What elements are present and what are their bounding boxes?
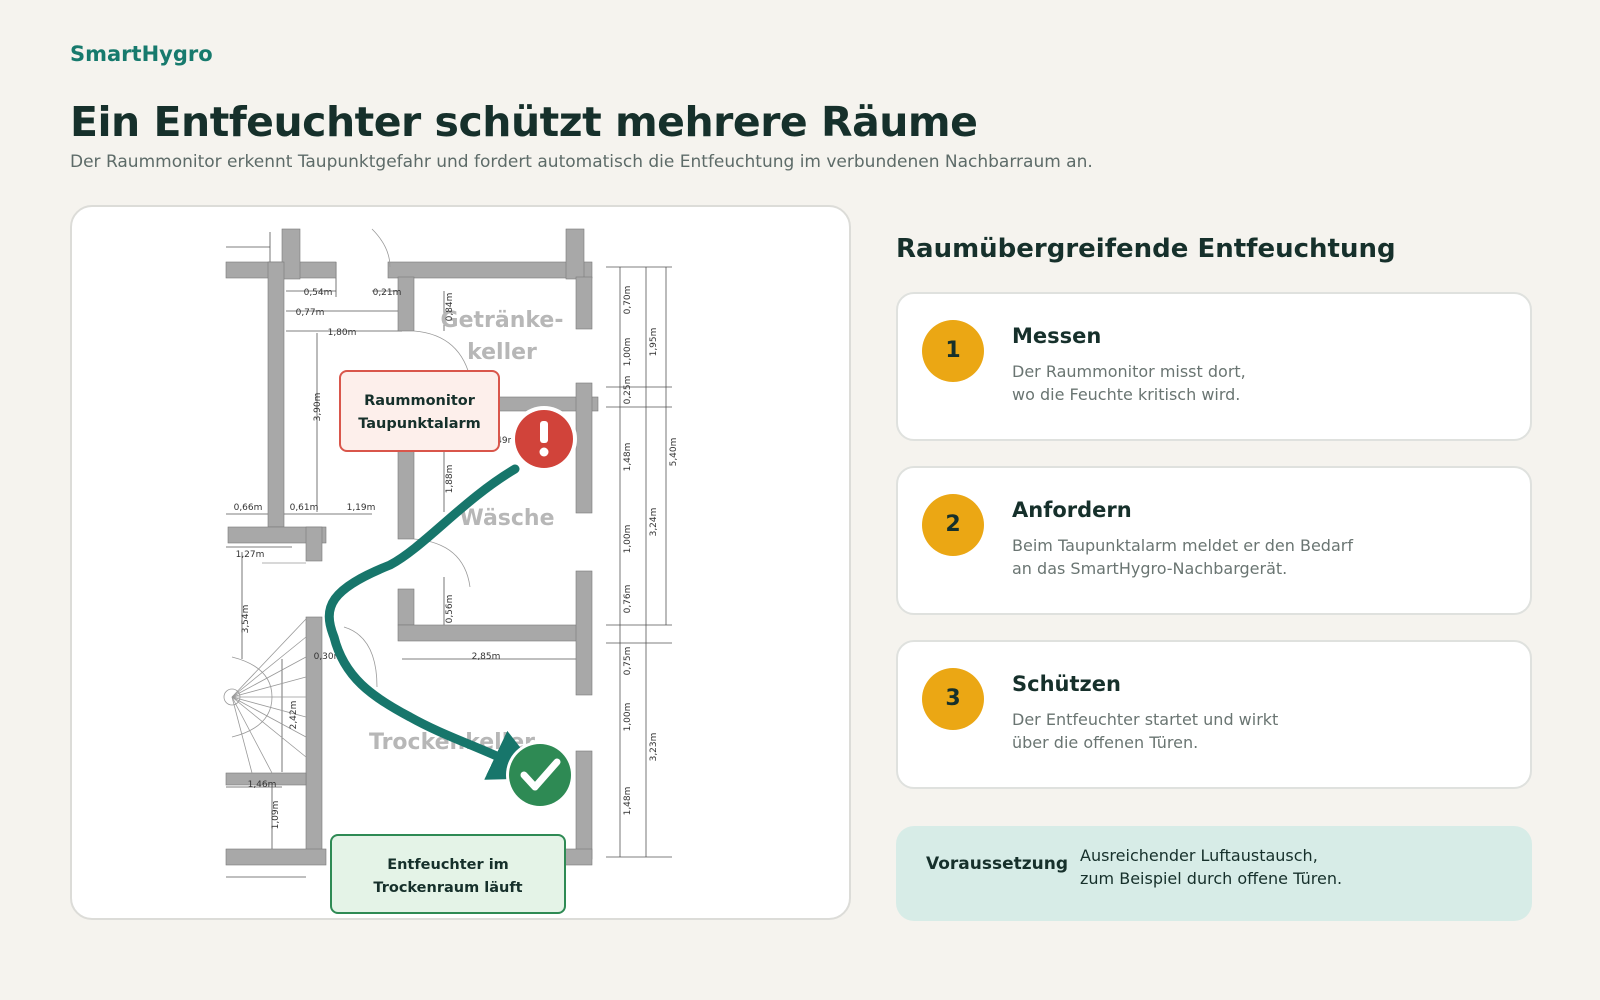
- room-label-waesche: Wäsche: [459, 506, 554, 531]
- requirement-text-line: zum Beispiel durch offene Türen.: [1080, 869, 1343, 888]
- dim-label: 1,00m: [623, 703, 633, 732]
- step-description: Der Raummonitor misst dort, wo die Feuch…: [1012, 360, 1432, 406]
- page-title: Ein Entfeuchter schützt mehrere Räume: [70, 98, 978, 146]
- room-label-keller: keller: [467, 340, 537, 365]
- step-card-schuetzen: 3 Schützen Der Entfeuchter startet und w…: [896, 640, 1532, 789]
- ok-callout-line2: Trockenraum läuft: [373, 880, 523, 896]
- requirement-note: Voraussetzung Ausreichender Luftaustausc…: [896, 826, 1532, 921]
- dim-label: 1,88m: [445, 465, 455, 494]
- step-title: Anfordern: [1012, 498, 1132, 522]
- step-description-line: Beim Taupunktalarm meldet er den Bedarf: [1012, 536, 1353, 555]
- dim-label: 1,46m: [248, 780, 277, 790]
- dim-label: 0,66m: [234, 503, 263, 513]
- dim-label: 0,77m: [296, 308, 325, 318]
- step-number-badge: 1: [922, 320, 984, 382]
- dim-label: 2,42m: [289, 701, 299, 730]
- alarm-callout-line1: Raummonitor: [364, 393, 475, 409]
- dim-label: 0,70m: [623, 286, 633, 315]
- floor-plan: Getränke- keller Wäsche Trockenkeller 0,…: [223, 228, 679, 878]
- doors: [262, 228, 473, 688]
- dim-label: 0,75m: [623, 647, 633, 676]
- dim-label: 0,21m: [373, 288, 402, 298]
- step-description-line: Der Entfeuchter startet und wirkt: [1012, 710, 1279, 729]
- alarm-callout-line2: Taupunktalarm: [358, 416, 481, 432]
- alarm-callout: Raummonitor Taupunktalarm: [339, 370, 500, 452]
- staircase: [223, 618, 307, 774]
- requirement-text: Ausreichender Luftaustausch, zum Beispie…: [1080, 844, 1480, 890]
- dim-label: 5,40m: [669, 438, 679, 467]
- step-title: Messen: [1012, 324, 1102, 348]
- ok-callout-line1: Entfeuchter im: [387, 857, 509, 873]
- step-description: Der Entfeuchter startet und wirkt über d…: [1012, 708, 1432, 754]
- step-description-line: Der Raummonitor misst dort,: [1012, 362, 1246, 381]
- step-description: Beim Taupunktalarm meldet er den Bedarf …: [1012, 534, 1432, 580]
- floor-plan-card: Getränke- keller Wäsche Trockenkeller 0,…: [70, 205, 851, 920]
- dim-label: 2,85m: [472, 652, 501, 662]
- dim-label: 0,76m: [623, 585, 633, 614]
- section-heading: Raumübergreifende Entfeuchtung: [896, 234, 1396, 264]
- step-card-messen: 1 Messen Der Raummonitor misst dort, wo …: [896, 292, 1532, 441]
- dehumidifier-callout: Entfeuchter im Trockenraum läuft: [330, 834, 566, 914]
- airflow-arrow: [324, 464, 545, 780]
- dim-label: 1,27m: [236, 550, 265, 560]
- step-number-badge: 2: [922, 494, 984, 556]
- dim-label: 1,00m: [623, 338, 633, 367]
- dim-label: 0,84m: [445, 293, 455, 322]
- dim-label: 1,09m: [271, 801, 281, 830]
- dim-label: 3,90m: [313, 393, 323, 422]
- check-icon: [506, 741, 574, 809]
- dim-label: 0,25m: [623, 376, 633, 405]
- exclamation-icon: [511, 406, 577, 472]
- dim-label: 0,56m: [445, 595, 455, 624]
- room-label-getraenke: Getränke-: [441, 308, 564, 333]
- walls: [225, 228, 599, 866]
- dim-label: 1,00m: [623, 525, 633, 554]
- step-description-line: wo die Feuchte kritisch wird.: [1012, 385, 1241, 404]
- dim-label: 1,80m: [328, 328, 357, 338]
- step-description-line: über die offenen Türen.: [1012, 733, 1199, 752]
- dim-label: 1,48m: [623, 443, 633, 472]
- dim-label: 1,95m: [649, 328, 659, 357]
- dimension-lines: [226, 232, 672, 878]
- dim-label: 0,30m: [314, 652, 343, 662]
- brand-logo: SmartHygro: [70, 42, 213, 66]
- requirement-label: Voraussetzung: [926, 854, 1069, 874]
- step-description-line: an das SmartHygro-Nachbargerät.: [1012, 559, 1288, 578]
- dim-label: 3,54m: [241, 605, 251, 634]
- step-number-badge: 3: [922, 668, 984, 730]
- step-card-anfordern: 2 Anfordern Beim Taupunktalarm meldet er…: [896, 466, 1532, 615]
- requirement-text-line: Ausreichender Luftaustausch,: [1080, 846, 1318, 865]
- dim-label: 0,61m: [290, 503, 319, 513]
- dim-label: 1,48m: [623, 787, 633, 816]
- dim-label: 3,24m: [649, 508, 659, 537]
- dim-label: 0,49m: [488, 436, 517, 446]
- dim-label: 1,19m: [347, 503, 376, 513]
- step-title: Schützen: [1012, 672, 1121, 696]
- dim-label: 0,54m: [304, 288, 333, 298]
- dim-label: 3,23m: [649, 733, 659, 762]
- page-subtitle: Der Raummonitor erkennt Taupunktgefahr u…: [70, 152, 1093, 172]
